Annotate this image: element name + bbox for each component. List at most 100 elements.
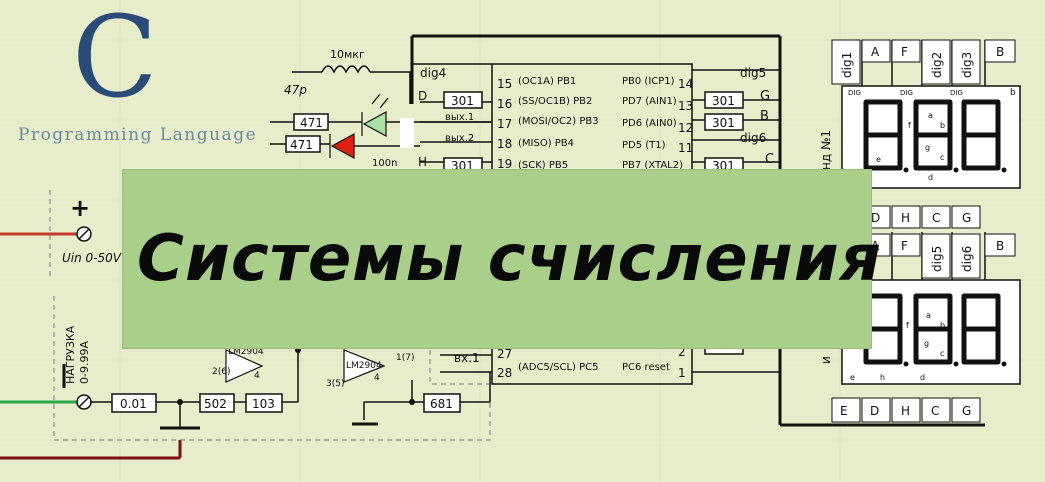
pin-name: PB7 (XTAL2) xyxy=(622,160,683,171)
dig-marker: b xyxy=(1010,88,1016,98)
segment-letter: b xyxy=(940,321,945,330)
supply-wires xyxy=(0,232,182,460)
display-label: F xyxy=(901,45,908,59)
inductor xyxy=(292,65,412,104)
load-labels: НАГРУЗКА 0-9.99A xyxy=(64,325,91,384)
shunt-resistors xyxy=(111,393,461,413)
pin-name: PD5 (T1) xyxy=(622,140,666,151)
net-b: B xyxy=(760,109,769,124)
resistor-label: 471 xyxy=(300,116,323,130)
segment-letter: e xyxy=(850,373,855,382)
wire-highlight xyxy=(400,118,414,148)
opamp-pin: 4 xyxy=(374,373,380,383)
resistor-label: 301 xyxy=(451,94,474,108)
display-label: dig3 xyxy=(960,52,974,78)
pin-num: 11 xyxy=(678,141,693,155)
pin-num: 14 xyxy=(678,77,693,91)
led-red xyxy=(329,132,355,160)
segment-letter: g xyxy=(924,339,929,348)
pin-num: 13 xyxy=(678,99,693,113)
segment-letter: f xyxy=(908,121,911,130)
display-label: A xyxy=(871,239,880,253)
resistor-label: 301 xyxy=(712,94,735,108)
display-label: G xyxy=(962,211,971,225)
opamp-pin: 4 xyxy=(254,371,260,381)
display-label: E xyxy=(840,404,848,418)
dig-marker: DIG xyxy=(900,89,913,97)
display-label: dig1 xyxy=(840,52,854,78)
segment-letter: d xyxy=(928,173,933,182)
opamp-pin: 2(6) xyxy=(212,367,230,377)
pin-name: (MOSI/OC2) PB3 xyxy=(518,116,599,127)
pin-num: 2 xyxy=(678,345,686,359)
pin-num: 1 xyxy=(678,366,686,380)
display-label: A xyxy=(871,45,880,59)
segment-letter: h xyxy=(880,373,885,382)
pin-name: PB0 (ICP1) xyxy=(622,76,675,87)
resistor-label: 103 xyxy=(252,397,275,411)
segment-letter: c xyxy=(940,153,944,162)
display-label: H xyxy=(901,211,910,225)
segment-letter: a xyxy=(928,111,933,120)
dig-marker: DIG xyxy=(848,89,861,97)
pin-name: PC6 reset xyxy=(622,362,670,373)
display-label: H xyxy=(901,404,910,418)
pin-num: 16 xyxy=(497,97,512,111)
display-label: dig2 xyxy=(930,52,944,78)
inductor-label: 10мкг xyxy=(330,48,365,61)
cap-label: 47p xyxy=(284,83,307,97)
pin-name: PD6 (AIN0) xyxy=(622,118,677,129)
supply-plus: + xyxy=(70,194,90,222)
pin-num: 27 xyxy=(497,347,512,361)
pin-num: 12 xyxy=(678,121,693,135)
net-in1: вх.1 xyxy=(454,351,480,365)
display-label: G xyxy=(962,404,971,418)
opamp-pin: 3(5) xyxy=(326,379,344,389)
pin-name: (SS/OC1B) PB2 xyxy=(518,96,592,107)
display-label: dig6 xyxy=(960,246,974,272)
title-banner: Системы счисления xyxy=(122,169,881,349)
display-label: D xyxy=(871,211,880,225)
display-label-boxes xyxy=(831,39,1016,423)
resistor-label: 0.01 xyxy=(120,397,147,411)
net-g: G xyxy=(760,89,770,104)
pin-num: 18 xyxy=(497,137,512,151)
c-logo-icon: C xyxy=(72,0,158,123)
segment-letter: f xyxy=(906,321,909,330)
segment-letter: g xyxy=(925,143,930,152)
net-h: H xyxy=(418,155,427,169)
mcu-text: dig4 dig5 dig6 D H G B C вых.1 вых.2 вх.… xyxy=(418,66,774,380)
segment-letter: e xyxy=(876,155,881,164)
cap-label-2: 100n xyxy=(372,158,397,169)
led-green xyxy=(361,93,389,138)
resistor-label: 471 xyxy=(290,138,313,152)
resistor-label: 681 xyxy=(430,397,453,411)
net-d: D xyxy=(418,89,427,103)
pin-num: 28 xyxy=(497,366,512,380)
terminals xyxy=(76,226,92,410)
opamp-1 xyxy=(225,349,264,383)
net-out1: вых.1 xyxy=(445,112,474,123)
dig-marker: DIG xyxy=(950,89,963,97)
pin-num: 19 xyxy=(497,157,512,171)
display-label: D xyxy=(870,404,879,418)
display-label: C xyxy=(932,211,940,225)
segment-letter: b xyxy=(940,121,945,130)
opamp-label: LM2904 xyxy=(346,361,382,371)
pin-num: 17 xyxy=(497,117,512,131)
opamp-label: LM2904 xyxy=(228,347,264,357)
opamp-pin: 1(7) xyxy=(396,353,414,363)
banner-title: Системы счисления xyxy=(137,222,882,296)
segment-letter: d xyxy=(920,373,925,382)
pin-name: (SCK) PB5 xyxy=(518,160,568,171)
logo-caption: Programming Language xyxy=(18,125,258,145)
pin-name: PD7 (AIN1) xyxy=(622,96,677,107)
pin-name: (MISO) PB4 xyxy=(518,138,574,149)
load-range: 0-9.99A xyxy=(78,341,91,384)
resistor-label: 301 xyxy=(712,116,735,130)
load-label: НАГРУЗКА xyxy=(64,325,77,384)
supply-label: Uin 0-50V xyxy=(62,251,122,265)
net-dig4: dig4 xyxy=(420,66,446,80)
